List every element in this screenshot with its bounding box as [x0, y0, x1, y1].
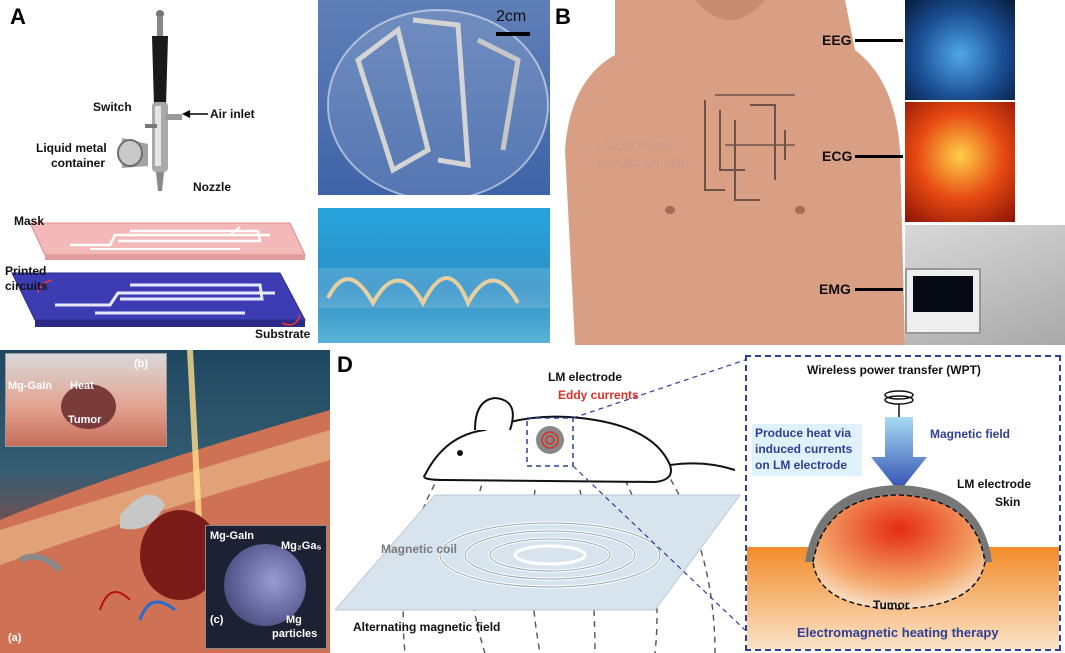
heat-note-line2: induced currents	[755, 442, 853, 456]
container-label-line1: Liquid metal	[36, 141, 107, 155]
emg-monitor	[905, 268, 981, 334]
skin-circuits-label-line2: circuits on skin	[597, 154, 689, 170]
panel-label-b: B	[555, 4, 571, 29]
nozzle-label: Nozzle	[193, 180, 232, 194]
heating-diagram	[747, 390, 1059, 649]
panel-label-d: D	[337, 352, 353, 377]
skin-label: Skin	[995, 495, 1021, 509]
emg-label: EMG	[819, 281, 851, 297]
panel-label-a: A	[10, 4, 26, 29]
tumor-label-d: Tumor	[873, 598, 910, 612]
inset-c: Mg-GaIn Mg₂Ga₅ (c) Mg particles	[205, 525, 327, 649]
panel-c: C (b) Mg-GaIn Heat Tumor (a) Mg-GaIn Mg₂…	[0, 350, 330, 653]
ecg-connector-line	[855, 155, 903, 158]
air-inlet-arrow	[182, 110, 208, 118]
air-inlet-label: Air inlet	[210, 107, 255, 121]
torso-illustration	[565, 0, 905, 345]
helix-photo	[318, 208, 550, 343]
ecg-label: ECG	[822, 148, 853, 164]
substrate-label: Substrate	[255, 327, 311, 341]
panel-b: B Liquid metal circuits on skin EEG ECG …	[555, 0, 1065, 345]
mg-particles-line1: Mg	[286, 614, 302, 626]
panel-d: D	[335, 350, 1065, 653]
ecg-heart-image	[905, 102, 1015, 222]
zoom-box: Wireless power transfer (WPT) Produce he…	[745, 355, 1061, 651]
wpt-label: Wireless power transfer (WPT)	[807, 363, 981, 377]
printed-label-line2: circuits	[5, 279, 48, 293]
lm-electrode-label-right: LM electrode	[957, 477, 1032, 491]
heat-note-line1: Produce heat via	[755, 426, 852, 440]
mouse-coil-diagram	[335, 359, 746, 653]
printed-label-line1: Printed	[5, 264, 47, 278]
eeg-label: EEG	[822, 32, 852, 48]
mg-particles-line2: particles	[272, 628, 318, 640]
mask-substrate-diagram	[11, 222, 306, 327]
tumor-blob	[61, 384, 116, 429]
alternating-field-label: Alternating magnetic field	[353, 620, 501, 634]
eeg-brain-image	[905, 0, 1015, 100]
scale-bar-label: 2cm	[496, 8, 527, 25]
eeg-connector-line	[855, 39, 903, 42]
particle-sphere	[224, 544, 306, 626]
skin-circuits-label-line1: Liquid metal	[597, 137, 673, 153]
inset-a-label: (a)	[8, 632, 22, 644]
heat-note-line3: on LM electrode	[755, 458, 848, 472]
lm-electrode-label-left: LM electrode	[548, 370, 623, 384]
eddy-currents-label: Eddy currents	[558, 388, 639, 402]
airbrush-illustration	[117, 10, 182, 191]
mask-label: Mask	[14, 214, 45, 228]
mg-gain-bottom-label: Mg-GaIn	[210, 530, 254, 542]
heat-note-box	[752, 424, 862, 476]
magnetic-field-label: Magnetic field	[930, 427, 1011, 441]
mg-gain-top-label: Mg-GaIn	[8, 380, 52, 392]
glass-sphere-photo: 2cm	[318, 0, 550, 195]
container-label-line2: container	[51, 156, 106, 170]
inset-c-label: (c)	[210, 614, 224, 626]
panel-a: A Switch Air inlet Liquid metal containe…	[0, 0, 555, 345]
heat-label: Heat	[70, 380, 94, 392]
therapy-label: Electromagnetic heating therapy	[797, 625, 999, 640]
switch-label: Switch	[93, 100, 132, 114]
inset-b: (b) Mg-GaIn Heat Tumor	[5, 353, 167, 447]
mg2ga5-label: Mg₂Ga₅	[281, 540, 322, 552]
inset-b-label: (b)	[134, 358, 149, 370]
emg-connector-line	[855, 288, 903, 291]
tumor-label-c: Tumor	[68, 414, 102, 426]
magnetic-coil-label: Magnetic coil	[381, 542, 458, 556]
